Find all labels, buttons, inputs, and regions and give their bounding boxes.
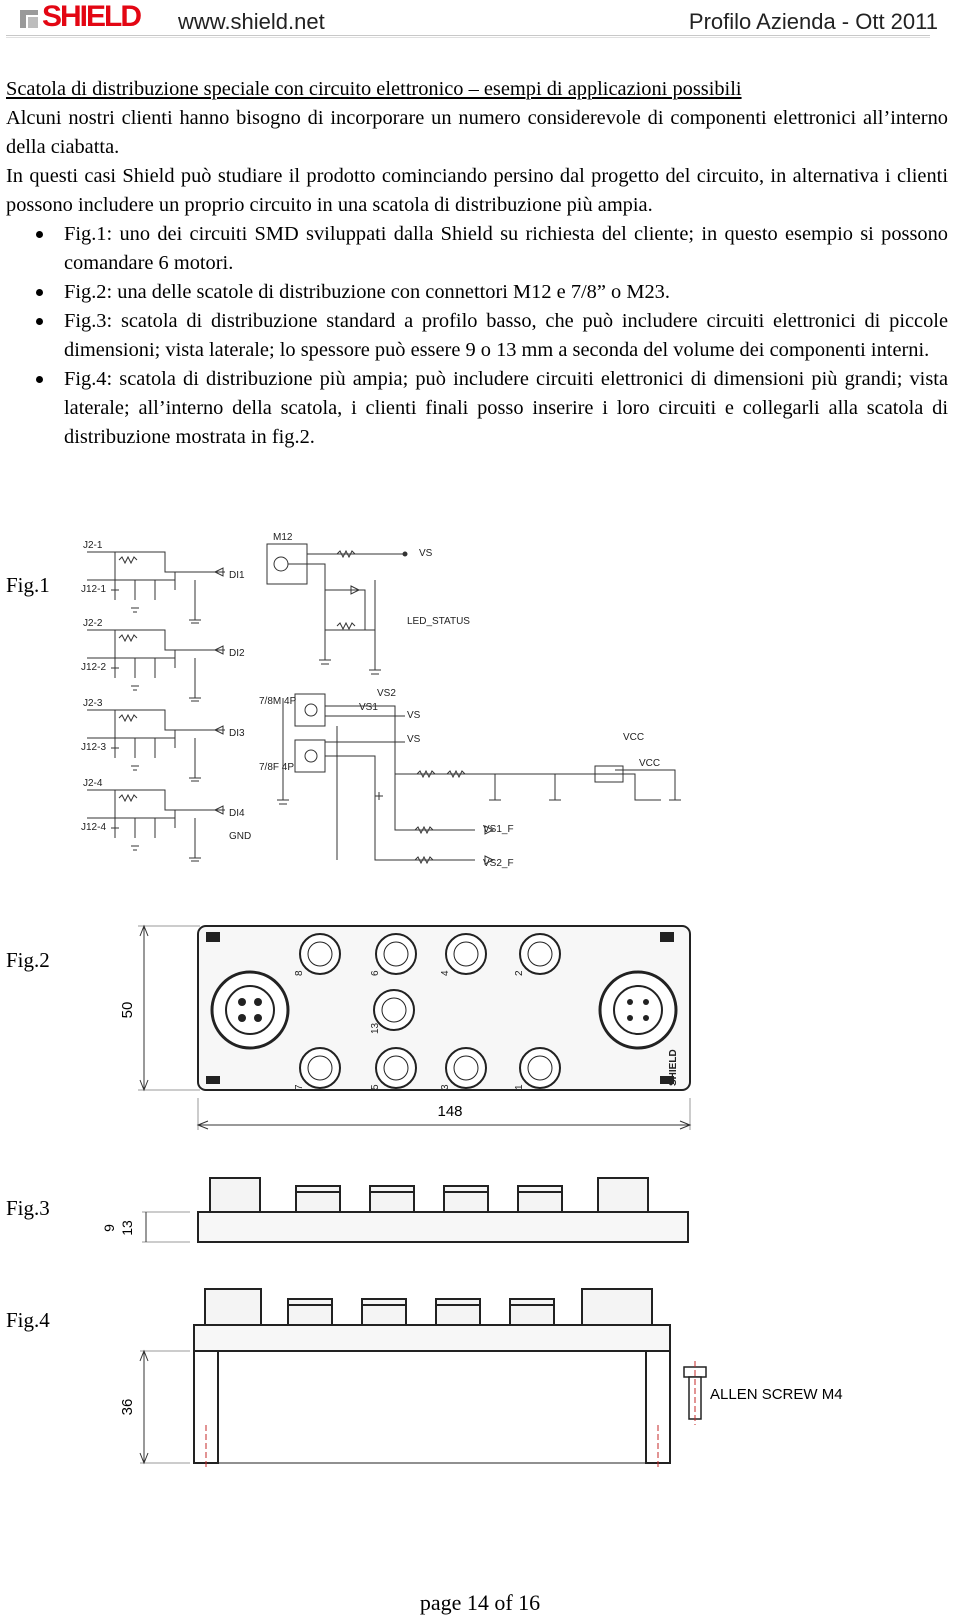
page-number: page 14 of 16 xyxy=(419,1590,541,1615)
dimension-9-label: 9 xyxy=(101,1224,117,1232)
label-vs1: VS1 xyxy=(359,702,378,713)
port-6: 6 xyxy=(370,970,381,976)
label-gnd: GND xyxy=(229,831,251,842)
paragraph-2: In questi casi Shield può studiare il pr… xyxy=(6,165,948,216)
website-url: www.shield.net xyxy=(178,9,325,34)
label-di1: DI1 xyxy=(229,570,245,581)
low-profile-box-side-view: 9 13 xyxy=(101,1177,689,1243)
label-led-status: LED_STATUS xyxy=(407,616,470,627)
label-di4: DI4 xyxy=(229,808,245,819)
header-divider xyxy=(6,35,930,36)
label-vs-top: VS xyxy=(419,548,433,559)
port-13: 13 xyxy=(370,1022,381,1034)
label-j2-2: J2-2 xyxy=(83,618,103,629)
figure-list: Fig.1: uno dei circuiti SMD sviluppati d… xyxy=(6,220,948,452)
label-vs2-f: VS2_F xyxy=(483,858,514,869)
label-j12-3: J12-3 xyxy=(81,742,106,753)
bullet-fig1: Fig.1: uno dei circuiti SMD sviluppati d… xyxy=(6,220,948,278)
label-di3: DI3 xyxy=(229,728,245,739)
large-box-side-view: 36 ALLEN SCREW M4 xyxy=(119,1288,843,1467)
label-m12: M12 xyxy=(273,532,293,543)
dimension-36-label: 36 xyxy=(119,1399,136,1416)
dimension-13-label: 13 xyxy=(119,1220,135,1236)
port-4: 4 xyxy=(440,970,451,976)
document-profile: Profilo Azienda - Ott 2011 xyxy=(688,9,938,34)
port-5: 5 xyxy=(370,1084,381,1090)
circuit-schematic: J2-1 J12-1 DI1 J2-2 J12-2 DI2 J2-3 J12-3… xyxy=(81,532,681,869)
label-78f: 7/8F 4P xyxy=(259,762,294,773)
fig4-label: Fig.4 xyxy=(6,1308,50,1332)
label-j2-1: J2-1 xyxy=(83,540,103,551)
input-block-3 xyxy=(87,709,225,782)
page-header: SHIELD www.shield.net Profilo Azienda - … xyxy=(0,0,960,40)
fig2-label: Fig.2 xyxy=(6,948,50,972)
distribution-box-top-view: 50 8 6 4 2 7 5 3 1 13 SHIELD 148 xyxy=(119,924,692,1130)
label-j12-4: J12-4 xyxy=(81,822,106,833)
port-8: 8 xyxy=(294,970,305,976)
logo-mark-icon xyxy=(20,6,40,28)
fig1-label: Fig.1 xyxy=(6,573,50,597)
label-vs1-f: VS1_F xyxy=(483,824,514,835)
port-3: 3 xyxy=(440,1084,451,1090)
label-j12-2: J12-2 xyxy=(81,662,106,673)
dimension-height-label: 50 xyxy=(119,1002,136,1019)
brand-mark: SHIELD xyxy=(668,1049,679,1086)
bullet-fig4: Fig.4: scatola di distribuzione più ampi… xyxy=(6,365,948,452)
label-j2-3: J2-3 xyxy=(83,698,103,709)
body-text: Scatola di distribuzione speciale con ci… xyxy=(6,75,948,452)
label-vs2: VS2 xyxy=(377,688,396,699)
input-block-4 xyxy=(87,789,225,862)
port-2: 2 xyxy=(514,970,525,976)
label-78m: 7/8M 4P xyxy=(259,696,297,707)
dimension-width-label: 148 xyxy=(437,1103,462,1120)
label-vcc-2: VCC xyxy=(639,758,660,769)
label-j12-1: J12-1 xyxy=(81,584,106,595)
bullet-fig2: Fig.2: una delle scatole di distribuzion… xyxy=(6,278,948,307)
label-j2-4: J2-4 xyxy=(83,778,103,789)
shield-logo: SHIELD xyxy=(20,0,142,33)
input-block-2 xyxy=(87,629,225,702)
m12-section xyxy=(266,543,408,675)
logo-text: SHIELD xyxy=(42,0,142,33)
input-block-1 xyxy=(87,551,225,624)
bullet-fig3: Fig.3: scatola di distribuzione standard… xyxy=(6,307,948,365)
fig3-label: Fig.3 xyxy=(6,1196,50,1220)
section-title: Scatola di distribuzione speciale con ci… xyxy=(6,78,742,100)
allen-screw-label: ALLEN SCREW M4 xyxy=(710,1386,843,1403)
port-1: 1 xyxy=(514,1084,525,1090)
label-vs-b: VS xyxy=(407,734,421,745)
paragraph-1: Alcuni nostri clienti hanno bisogno di i… xyxy=(6,107,948,158)
label-di2: DI2 xyxy=(229,648,245,659)
power-section xyxy=(277,693,681,865)
label-vs-a: VS xyxy=(407,710,421,721)
port-7: 7 xyxy=(294,1084,305,1090)
label-vcc-1: VCC xyxy=(623,732,644,743)
